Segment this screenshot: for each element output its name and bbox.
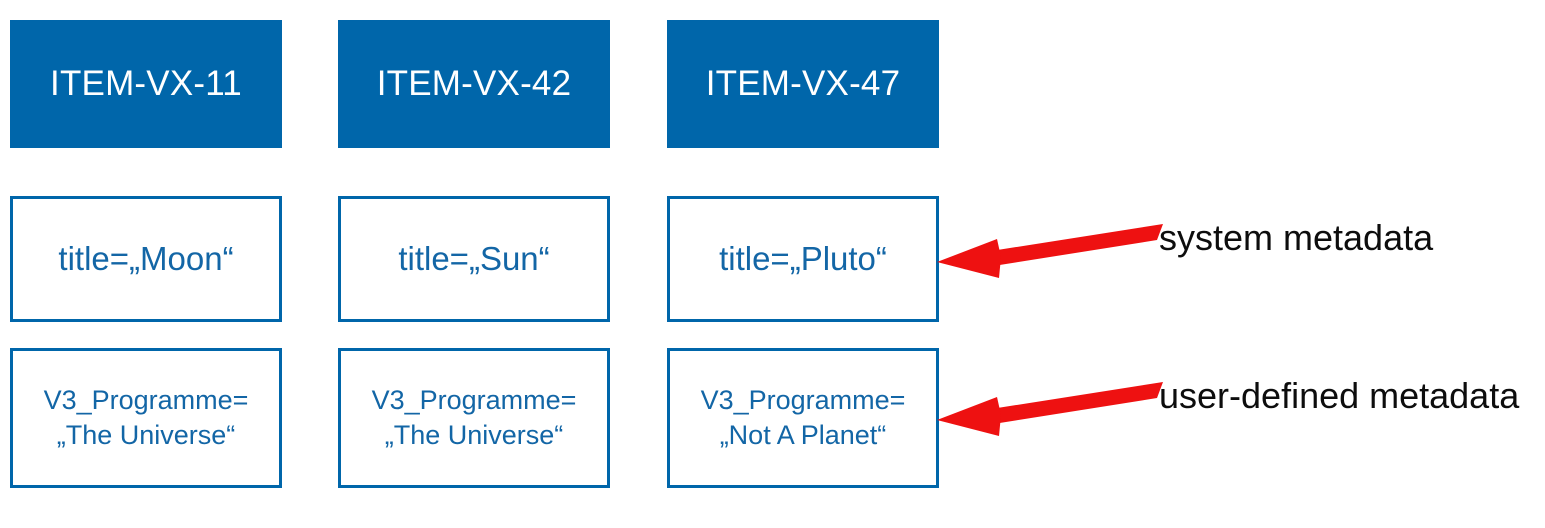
user-metadata-line1-1: V3_Programme= [371,385,577,416]
user-metadata-line2-0: „The Universe“ [56,420,236,450]
user-metadata-box-0: V3_Programme= „The Universe“ [10,348,282,488]
user-metadata-line2-2: „Not A Planet“ [719,420,887,450]
user-defined-metadata-arrow-icon [937,382,1163,436]
user-metadata-box-2: V3_Programme= „Not A Planet“ [667,348,939,488]
system-metadata-arrow-icon [937,224,1163,278]
system-metadata-box-1: title=„Sun“ [338,196,610,322]
user-metadata-text-2: V3_Programme= „Not A Planet“ [701,383,906,452]
user-metadata-line1-0: V3_Programme= [43,385,249,416]
item-header-box-2: ITEM-VX-47 [667,20,939,148]
user-metadata-text-0: V3_Programme= „The Universe“ [44,383,249,452]
user-metadata-box-1: V3_Programme= „The Universe“ [338,348,610,488]
system-metadata-label: system metadata [1159,217,1434,258]
user-metadata-text-1: V3_Programme= „The Universe“ [372,383,577,452]
system-metadata-box-2: title=„Pluto“ [667,196,939,322]
item-header-box-1: ITEM-VX-42 [338,20,610,148]
system-metadata-box-0: title=„Moon“ [10,196,282,322]
user-metadata-line1-2: V3_Programme= [700,385,906,416]
user-metadata-line2-1: „The Universe“ [384,420,564,450]
item-header-box-0: ITEM-VX-11 [10,20,282,148]
user-defined-metadata-label: user-defined metadata [1159,375,1520,416]
